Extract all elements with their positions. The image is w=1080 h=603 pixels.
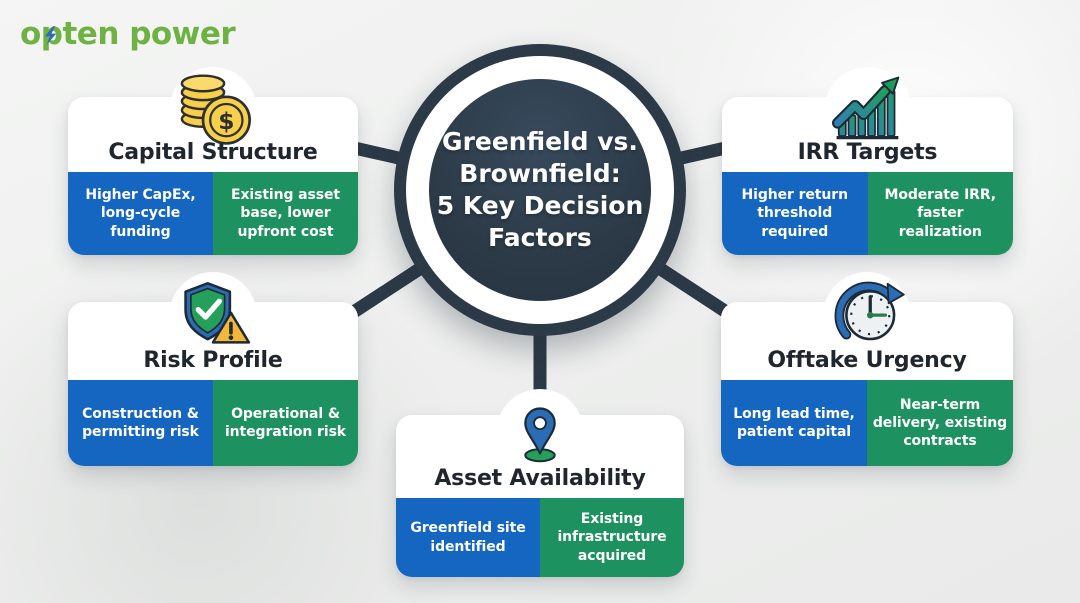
svg-text:$: $ (218, 107, 234, 135)
center-title-line: Greenfield vs. (442, 127, 638, 156)
card-title: Capital Structure (108, 140, 318, 165)
card-body: Long lead time, patient capital Near-ter… (721, 380, 1013, 466)
card-capital-structure: $ Capital Structure Higher CapEx, long-c… (68, 67, 358, 255)
card-head: Offtake Urgency (721, 272, 1013, 380)
card-title: Asset Availability (434, 466, 646, 491)
card-body: Construction & permitting risk Operation… (68, 380, 358, 466)
card-asset-availability: Asset Availability Greenfield site ident… (396, 389, 684, 577)
coins-icon: $ (180, 74, 251, 145)
growth-chart-icon (831, 76, 899, 140)
logo-text: opten power (20, 16, 236, 52)
center-title-line: Brownfield: (459, 159, 621, 188)
card-title: Risk Profile (143, 348, 283, 373)
center-title-line: 5 Key Decision (436, 191, 644, 220)
greenfield-cell: Higher return threshold required (722, 172, 868, 255)
card-title: IRR Targets (797, 140, 938, 165)
card-body: Higher CapEx, long-cycle funding Existin… (68, 172, 358, 255)
brownfield-cell: Operational & integration risk (213, 380, 358, 466)
greenfield-cell: Greenfield site identified (396, 498, 540, 577)
brownfield-cell: Existing infrastructure acquired (540, 498, 684, 577)
card-head: Asset Availability (396, 389, 684, 498)
card-risk-profile: Risk Profile Construction & permitting r… (68, 272, 358, 466)
center-title-line: Factors (488, 223, 592, 252)
card-irr-targets: IRR Targets Higher return threshold requ… (722, 67, 1013, 255)
brownfield-cell: Existing asset base, lower upfront cost (213, 172, 358, 255)
logo: opten power (20, 16, 236, 52)
map-pin-icon (524, 407, 556, 463)
shield-warning-icon (184, 282, 251, 344)
brownfield-cell: Moderate IRR, faster realization (867, 172, 1013, 255)
greenfield-cell: Higher CapEx, long-cycle funding (68, 172, 213, 255)
center-hub-inner: Greenfield vs. Brownfield: 5 Key Decisio… (429, 79, 651, 301)
center-hub: Greenfield vs. Brownfield: 5 Key Decisio… (394, 44, 686, 336)
center-hub-ring: Greenfield vs. Brownfield: 5 Key Decisio… (406, 56, 674, 324)
lightning-bolt-icon (44, 26, 57, 45)
card-title: Offtake Urgency (767, 348, 967, 373)
card-head: IRR Targets (722, 67, 1013, 172)
greenfield-cell: Long lead time, patient capital (721, 380, 867, 466)
clock-refresh-icon (834, 281, 905, 341)
card-offtake-urgency: Offtake Urgency Long lead time, patient … (721, 272, 1013, 466)
card-head: $ Capital Structure (68, 67, 358, 172)
card-body: Greenfield site identified Existing infr… (396, 498, 684, 577)
card-body: Higher return threshold required Moderat… (722, 172, 1013, 255)
card-head: Risk Profile (68, 272, 358, 380)
brownfield-cell: Near-term delivery, existing contracts (867, 380, 1013, 466)
greenfield-cell: Construction & permitting risk (68, 380, 213, 466)
